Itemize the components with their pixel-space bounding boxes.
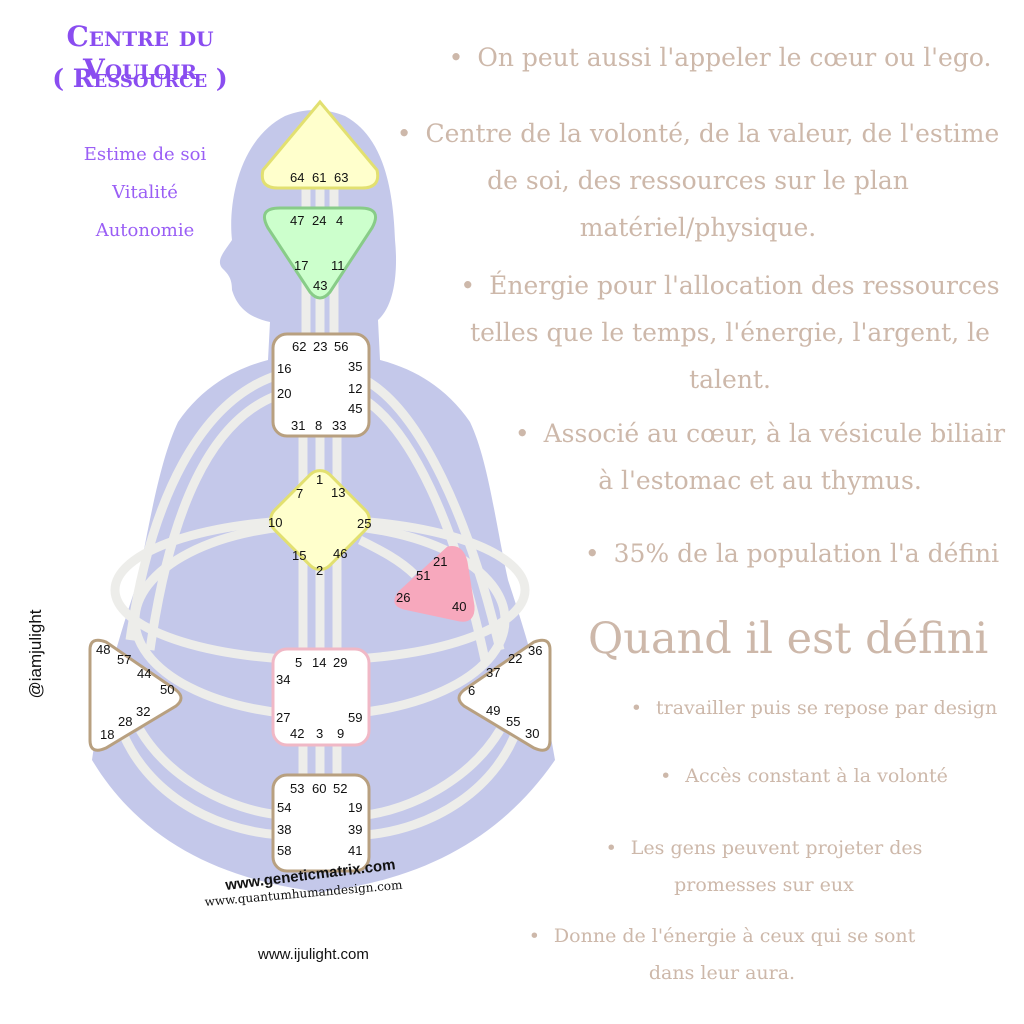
- gate-39: 39: [348, 822, 362, 837]
- spleen-center: [88, 638, 183, 752]
- gate-59: 59: [348, 710, 362, 725]
- gate-24: 24: [312, 213, 326, 228]
- gate-11: 11: [331, 258, 345, 273]
- solar-plexus-center: [457, 638, 552, 752]
- author-handle: @iamjulight: [26, 609, 45, 699]
- ego-center: [394, 546, 475, 622]
- head-center: [260, 99, 380, 190]
- gate-35: 35: [348, 359, 362, 374]
- site-url: www.ijulight.com: [258, 946, 369, 963]
- bullet-ego-alias: •On peut aussi l'appeler le cœur ou l'eg…: [448, 43, 992, 72]
- gate-34: 34: [276, 672, 290, 687]
- gate-45: 45: [348, 401, 362, 416]
- gate-42: 42: [290, 726, 304, 741]
- gate-63: 63: [334, 170, 348, 185]
- bullet-resource-energy: •Énergie pour l'allocation des ressource…: [460, 271, 1000, 394]
- gate-58: 58: [277, 843, 291, 858]
- gate-46: 46: [333, 546, 347, 561]
- gate-57: 57: [117, 652, 131, 667]
- gate-numbers: 64 61 63 47 24 4 17 11 43 62 23 56 16 35…: [96, 170, 542, 858]
- gate-43: 43: [313, 278, 327, 293]
- gate-18: 18: [100, 727, 114, 742]
- gate-38: 38: [277, 822, 291, 837]
- gate-4: 4: [336, 213, 343, 228]
- gate-62: 62: [292, 339, 306, 354]
- gate-53: 53: [290, 781, 304, 796]
- gate-26: 26: [396, 590, 410, 605]
- gate-54: 54: [277, 800, 291, 815]
- gate-20: 20: [277, 386, 291, 401]
- bullet-gives-energy: •Donne de l'énergie à ceux qui se sont d…: [528, 925, 916, 984]
- bullet-organs: •Associé au cœur, à la vésicule biliair …: [514, 419, 1006, 495]
- gate-31: 31: [291, 418, 305, 433]
- gate-21: 21: [433, 554, 447, 569]
- gate-14: 14: [312, 655, 326, 670]
- sacral-center: [271, 647, 371, 747]
- gate-55: 55: [506, 714, 520, 729]
- gate-10: 10: [268, 515, 282, 530]
- defined-heading: Quand il est défini: [588, 614, 989, 664]
- gate-1: 1: [316, 472, 323, 487]
- gate-37: 37: [486, 665, 500, 680]
- gate-19: 19: [348, 800, 362, 815]
- gate-33: 33: [332, 418, 346, 433]
- gate-16: 16: [277, 361, 291, 376]
- gate-51: 51: [416, 568, 430, 583]
- gate-41: 41: [348, 843, 362, 858]
- gate-56: 56: [334, 339, 348, 354]
- gate-61: 61: [312, 170, 326, 185]
- gate-22: 22: [508, 651, 522, 666]
- gate-23: 23: [313, 339, 327, 354]
- keyword-list: Estime de soi Vitalité Autonomie: [60, 136, 230, 250]
- bullet-willpower-centre: •Centre de la volonté, de la valeur, de …: [396, 119, 1000, 242]
- keyword-vitality: Vitalité: [112, 182, 178, 203]
- gate-12: 12: [348, 381, 362, 396]
- gate-60: 60: [312, 781, 326, 796]
- root-center: [271, 773, 371, 873]
- gate-25: 25: [357, 516, 371, 531]
- gate-50: 50: [160, 682, 174, 697]
- gate-17: 17: [294, 258, 308, 273]
- gate-48: 48: [96, 642, 110, 657]
- throat-center: [271, 332, 371, 438]
- title-line-1: Centre du Vouloir: [66, 20, 214, 86]
- gate-9: 9: [337, 726, 344, 741]
- keyword-autonomy: Autonomie: [95, 220, 195, 241]
- keyword-self-esteem: Estime de soi: [83, 144, 207, 165]
- gate-2: 2: [316, 563, 323, 578]
- gate-47: 47: [290, 213, 304, 228]
- bullet-work-rest: •travailler puis se repose par design: [630, 697, 998, 719]
- gate-28: 28: [118, 714, 132, 729]
- gate-15: 15: [292, 548, 306, 563]
- gate-3: 3: [316, 726, 323, 741]
- gate-29: 29: [333, 655, 347, 670]
- gate-44: 44: [137, 666, 151, 681]
- title-line-2: ( Ressource ): [52, 64, 228, 93]
- bullet-population-stat: •35% de la population l'a défini: [584, 539, 1000, 568]
- ajna-center: [263, 206, 377, 300]
- gate-32: 32: [136, 704, 150, 719]
- gate-7: 7: [296, 486, 303, 501]
- gate-5: 5: [295, 655, 302, 670]
- gate-49: 49: [486, 703, 500, 718]
- bullet-projections: •Les gens peuvent projeter des promesses…: [605, 837, 923, 896]
- gate-8: 8: [315, 418, 322, 433]
- gate-6: 6: [468, 683, 475, 698]
- gate-13: 13: [331, 485, 345, 500]
- gate-30: 30: [525, 726, 539, 741]
- gate-40: 40: [452, 599, 466, 614]
- gate-52: 52: [333, 781, 347, 796]
- gate-27: 27: [276, 710, 290, 725]
- bullet-constant-access: •Accès constant à la volonté: [660, 765, 948, 787]
- gate-64: 64: [290, 170, 304, 185]
- g-center: [269, 469, 371, 571]
- gate-36: 36: [528, 643, 542, 658]
